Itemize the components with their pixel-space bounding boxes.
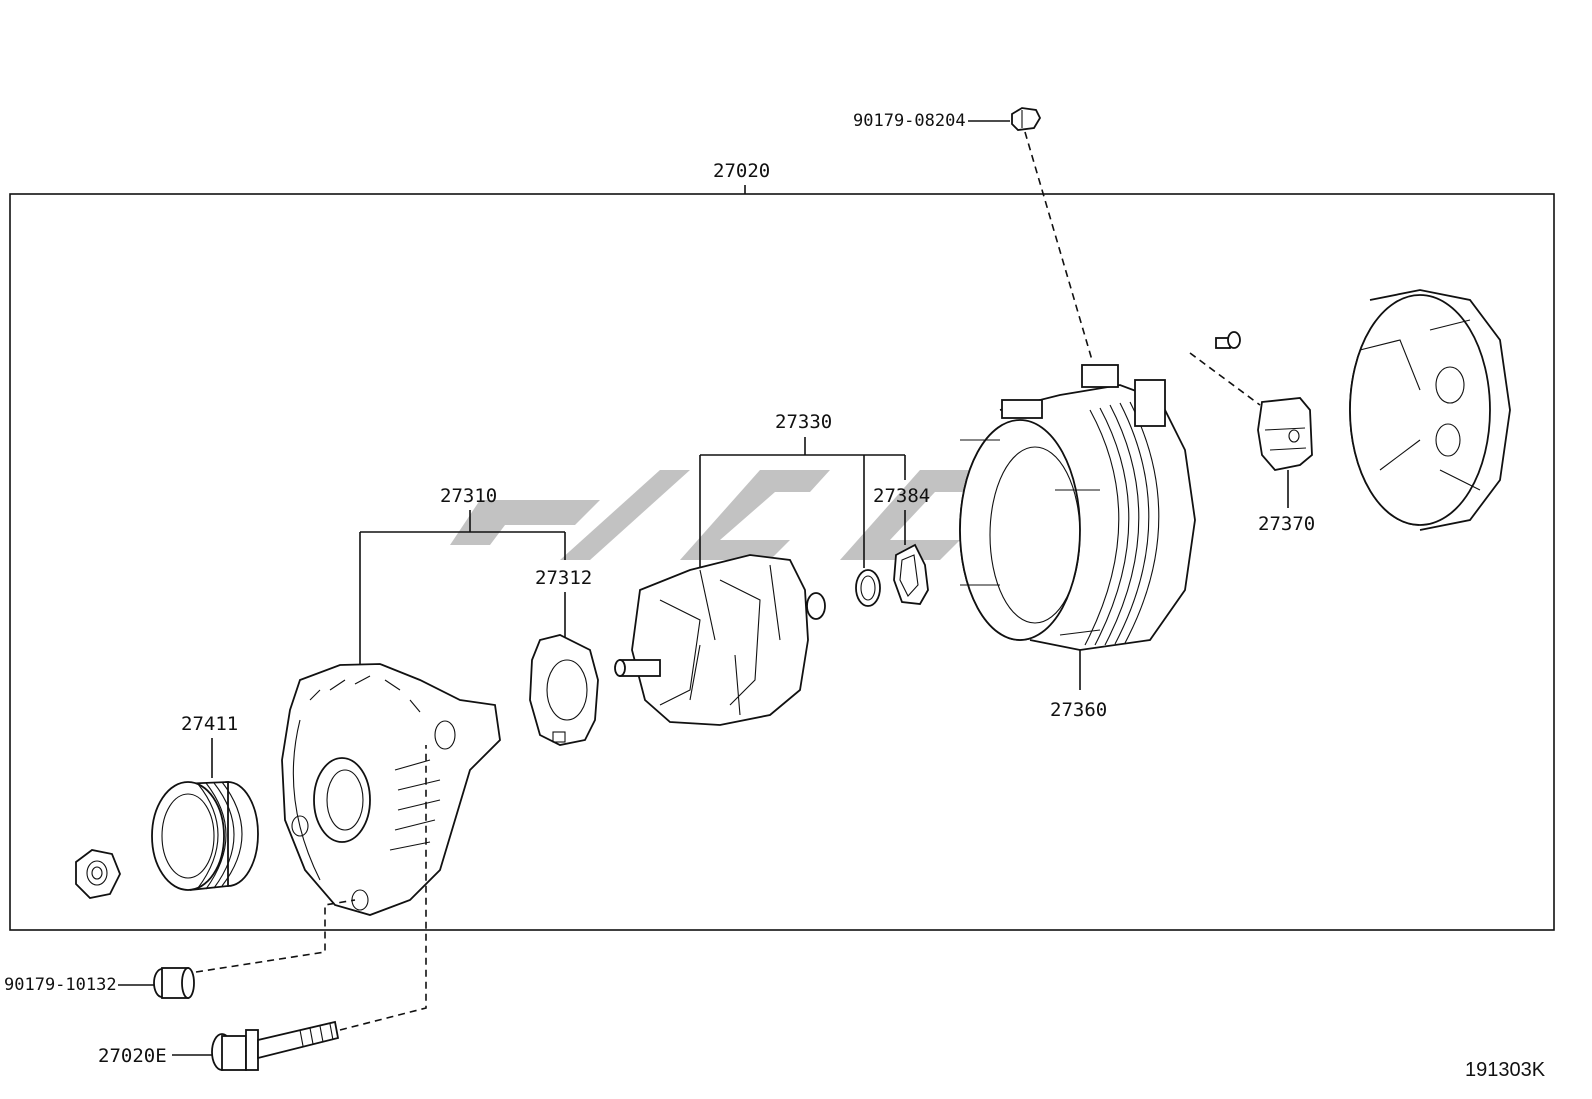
- top-bolt: [1011, 107, 1042, 131]
- regulator: [1257, 397, 1313, 471]
- bottom-bolt: [153, 967, 195, 999]
- label-90179-08204: 90179-08204: [853, 111, 966, 131]
- label-27312: 27312: [535, 567, 592, 589]
- figure-code: 191303K: [1465, 1059, 1546, 1081]
- pulley: [151, 781, 259, 891]
- drive-end-frame: [281, 663, 501, 916]
- rear-cover: [1349, 289, 1511, 531]
- ring-27384: [893, 543, 929, 605]
- nut: [75, 849, 121, 899]
- small-screw: [1215, 331, 1241, 349]
- label-90179-10132: 90179-10132: [4, 975, 117, 995]
- seal-plate: [529, 634, 599, 746]
- stator-housing: [959, 364, 1196, 651]
- label-27411: 27411: [181, 713, 238, 735]
- label-27020: 27020: [713, 160, 770, 182]
- ring-small: [855, 569, 881, 607]
- assembly-frame: [9, 193, 1555, 931]
- rotor: [614, 554, 826, 726]
- label-27310: 27310: [440, 485, 497, 507]
- label-27370: 27370: [1258, 513, 1315, 535]
- label-27020E: 27020E: [98, 1045, 167, 1067]
- label-27360: 27360: [1050, 699, 1107, 721]
- label-27330: 27330: [775, 411, 832, 433]
- label-27384: 27384: [873, 485, 930, 507]
- through-bolt: [211, 1020, 340, 1071]
